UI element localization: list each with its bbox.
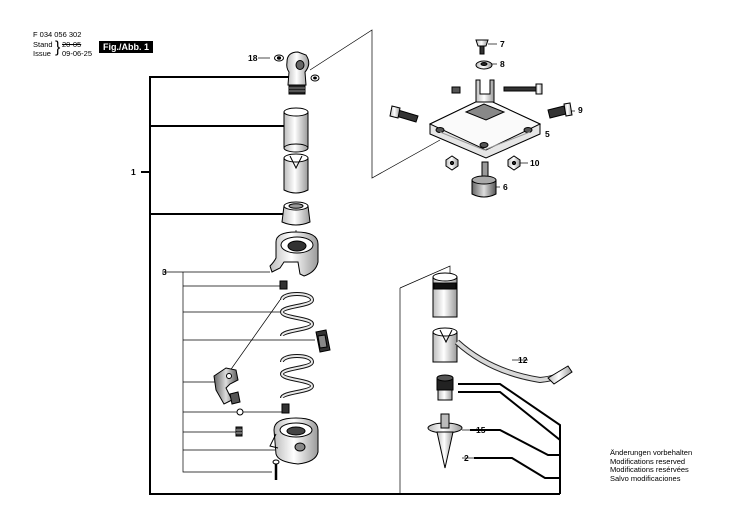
spring-lower xyxy=(279,354,315,414)
tube-upper-part xyxy=(283,107,309,153)
tube-right-upper xyxy=(432,272,458,318)
sleeve-part xyxy=(281,201,311,226)
cone-spike-2 xyxy=(427,413,463,469)
callout-3: 3 xyxy=(162,267,167,277)
flex-arm-12 xyxy=(432,327,573,385)
small-parts xyxy=(235,408,244,437)
nut-10 xyxy=(445,155,521,171)
stand-label: Stand xyxy=(33,40,53,49)
modification-notes: Änderungen vorbehalten Modifications res… xyxy=(610,448,693,483)
note-en: Modifications reserved xyxy=(610,456,686,466)
reference-brackets xyxy=(141,76,561,495)
callout-18: 18 xyxy=(248,53,258,63)
bracket-cone-upper xyxy=(458,391,561,455)
figure-label: Fig./Abb. 1 xyxy=(99,41,153,53)
callout-12: 12 xyxy=(518,355,528,365)
note-fr: Modifications resérvées xyxy=(610,465,689,475)
issue-brace: } xyxy=(55,39,61,56)
clamp-housing-upper xyxy=(269,231,319,277)
callout-8: 8 xyxy=(500,59,505,69)
swivel-joint-part xyxy=(274,51,320,95)
clamp-lever-part xyxy=(213,367,241,405)
note-de: Änderungen vorbehalten xyxy=(610,448,693,457)
callout-5: 5 xyxy=(545,129,550,139)
bolt-long xyxy=(272,459,280,480)
issue-value: 09-06-25 xyxy=(62,49,93,58)
knob-6 xyxy=(471,161,497,198)
spring-upper xyxy=(279,280,315,338)
note-es: Salvo modificaciones xyxy=(610,473,681,483)
clamp-housing-lower xyxy=(269,417,319,465)
leader-lines xyxy=(162,29,575,494)
callout-7: 7 xyxy=(500,39,505,49)
callout-6: 6 xyxy=(503,182,508,192)
bracket-right xyxy=(458,383,561,494)
drawing-number: F 034 056 302 xyxy=(33,30,82,39)
bracket-1 xyxy=(149,76,560,495)
callout-2: 2 xyxy=(464,453,469,463)
bracket-2 xyxy=(474,457,560,479)
callout-15: 15 xyxy=(476,425,486,435)
callout-1: 1 xyxy=(131,167,136,177)
locking-plate-part xyxy=(315,329,331,353)
connector-part xyxy=(436,374,454,401)
screw-7 xyxy=(475,39,489,55)
callout-10: 10 xyxy=(530,158,540,168)
stand-value: 20-05 xyxy=(62,40,82,49)
issue-label: Issue xyxy=(33,49,51,58)
washer-8 xyxy=(475,60,493,70)
screw-9 xyxy=(389,83,573,123)
tube-split-part xyxy=(283,153,309,194)
callout-9: 9 xyxy=(578,105,583,115)
callout-labels: 1 2 3 5 6 7 8 9 10 12 15 18 xyxy=(131,39,583,463)
bracket-5 xyxy=(428,79,542,159)
bracket-15 xyxy=(470,429,560,456)
